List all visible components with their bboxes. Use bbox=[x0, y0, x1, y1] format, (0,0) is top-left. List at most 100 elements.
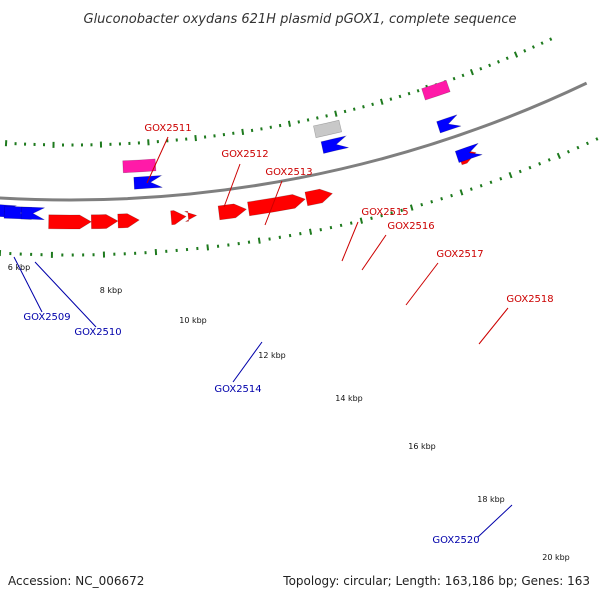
tick-label: 10 kbp bbox=[179, 316, 207, 325]
tick-mark bbox=[379, 98, 384, 105]
tick-mark bbox=[540, 41, 544, 45]
tick-mark bbox=[370, 216, 373, 220]
tick-mark bbox=[420, 202, 424, 207]
tick-mark bbox=[549, 37, 553, 41]
tick-mark bbox=[513, 51, 519, 58]
tick-mark bbox=[319, 228, 323, 232]
gene-leader-line bbox=[477, 504, 513, 538]
tick-mark bbox=[595, 137, 599, 141]
label-layer: GOX2511GOX2512GOX2513GOX2515GOX2516GOX25… bbox=[13, 123, 554, 546]
gene-leader-line bbox=[341, 221, 359, 262]
tick-mark bbox=[461, 73, 465, 78]
gene-label: GOX2518 bbox=[506, 294, 553, 305]
gene-right-edge-rna-box bbox=[421, 79, 451, 101]
tick-mark bbox=[352, 107, 356, 111]
tick-mark bbox=[479, 67, 483, 71]
gene-label: GOX2516 bbox=[387, 221, 434, 232]
tick-mark bbox=[329, 225, 333, 230]
tick-mark bbox=[528, 165, 532, 170]
tick-mark bbox=[531, 45, 535, 49]
gene-gox2518-arrow bbox=[247, 194, 306, 217]
gene-label: GOX2510 bbox=[74, 327, 121, 338]
tick-mark bbox=[389, 97, 393, 101]
tick-mark bbox=[398, 94, 402, 99]
tick-mark bbox=[278, 235, 282, 239]
tick-label: 16 kbp bbox=[408, 442, 436, 451]
gene-leader-line bbox=[232, 341, 263, 383]
tick-mark bbox=[299, 232, 302, 236]
tick-mark bbox=[260, 127, 263, 131]
tick-mark bbox=[306, 118, 310, 122]
gene-gox2514-rna-box bbox=[122, 158, 157, 174]
tick-mark bbox=[518, 169, 522, 174]
gene-gox2519-arrow bbox=[304, 188, 333, 207]
tick-mark bbox=[440, 196, 444, 201]
gene-right-lower-blue-arrow bbox=[436, 114, 462, 134]
tick-mark bbox=[206, 244, 210, 251]
tick-mark bbox=[325, 114, 328, 118]
tick-mark bbox=[523, 49, 527, 53]
tick-mark bbox=[489, 180, 493, 185]
tick-mark bbox=[371, 102, 374, 106]
map-title: Gluconobacter oxydans 621H plasmid pGOX1… bbox=[84, 12, 517, 27]
tick-mark bbox=[508, 171, 513, 179]
gene-label: GOX2520 bbox=[432, 535, 479, 546]
tick-label: 12 kbp bbox=[258, 351, 286, 360]
tick-mark bbox=[488, 63, 492, 68]
gene-gox2520-box bbox=[313, 119, 343, 139]
gene-gox2516-arrow bbox=[184, 210, 198, 222]
gene-gox2510-arrow bbox=[20, 206, 45, 221]
tick-mark bbox=[566, 150, 570, 154]
gene-leader-line bbox=[361, 234, 387, 271]
tick-mark bbox=[400, 208, 404, 213]
tick-mark bbox=[479, 183, 483, 188]
tick-mark bbox=[390, 211, 393, 215]
gene-label: GOX2517 bbox=[436, 249, 483, 260]
tick-mark bbox=[499, 176, 503, 181]
tick-mark bbox=[496, 60, 500, 64]
gene-leader-line bbox=[478, 307, 509, 345]
tick-mark bbox=[362, 105, 365, 109]
gene-gox2520-arrow bbox=[320, 135, 349, 154]
gene-label: GOX2509 bbox=[23, 312, 70, 323]
tick-mark bbox=[308, 228, 313, 235]
gene-layer bbox=[0, 79, 483, 230]
tick-mark bbox=[585, 141, 589, 146]
accession-text: Accession: NC_006672 bbox=[8, 574, 144, 588]
gene-leader-line bbox=[405, 262, 439, 306]
tick-label: 14 kbp bbox=[335, 394, 363, 403]
tick-mark bbox=[349, 221, 353, 225]
gene-gox2515-arrow bbox=[170, 210, 187, 226]
tick-label: 8 kbp bbox=[100, 286, 122, 295]
tick-label: 18 kbp bbox=[477, 495, 505, 504]
tick-mark bbox=[334, 110, 338, 117]
gene-right-edge-blue-arrow bbox=[454, 143, 483, 164]
tick-mark bbox=[194, 134, 197, 142]
tick-mark bbox=[459, 189, 464, 196]
tick-mark bbox=[469, 187, 473, 191]
tick-mark bbox=[416, 89, 420, 93]
gene-label: GOX2512 bbox=[221, 149, 268, 160]
gene-leader-line bbox=[13, 256, 43, 313]
gene-label: GOX2514 bbox=[214, 384, 261, 395]
tick-mark bbox=[316, 116, 319, 120]
tick-mark bbox=[505, 56, 509, 60]
tick-mark bbox=[278, 123, 282, 128]
tick-mark bbox=[343, 109, 347, 114]
tick-mark bbox=[288, 233, 292, 238]
tick-mark bbox=[339, 223, 343, 228]
tick-mark bbox=[538, 162, 542, 166]
tick-mark bbox=[576, 145, 580, 150]
gene-leader-line bbox=[34, 261, 97, 328]
tick-mark bbox=[469, 68, 474, 76]
tick-mark bbox=[450, 193, 453, 198]
tick-mark bbox=[297, 120, 301, 124]
tick-mark bbox=[241, 128, 245, 136]
gene-gox2514-arrow bbox=[133, 175, 163, 190]
tick-mark bbox=[409, 204, 414, 211]
tick-mark bbox=[452, 76, 456, 81]
gene-gox2517-arrow bbox=[217, 203, 247, 221]
tick-mark bbox=[257, 237, 261, 244]
summary-text: Topology: circular; Length: 163,186 bp; … bbox=[282, 574, 590, 588]
tick-mark bbox=[556, 152, 561, 160]
